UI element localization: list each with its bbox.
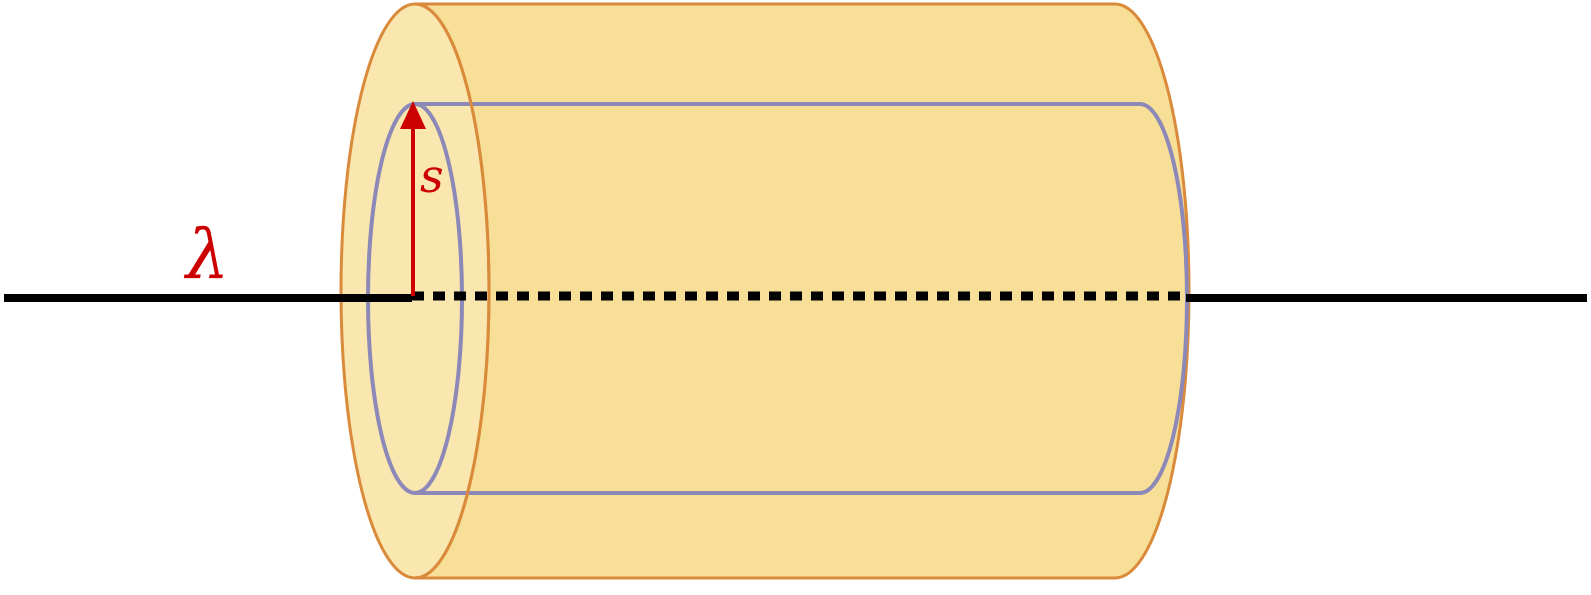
label-s: s xyxy=(420,149,444,203)
outer-cylinder-left-cap-front-rim xyxy=(414,2,491,580)
outer-cylinder-body xyxy=(341,4,1189,578)
label-lambda: λ xyxy=(183,216,229,295)
outer-cylinder-right-cap xyxy=(1114,2,1191,580)
radius-arrow-head xyxy=(400,101,426,129)
